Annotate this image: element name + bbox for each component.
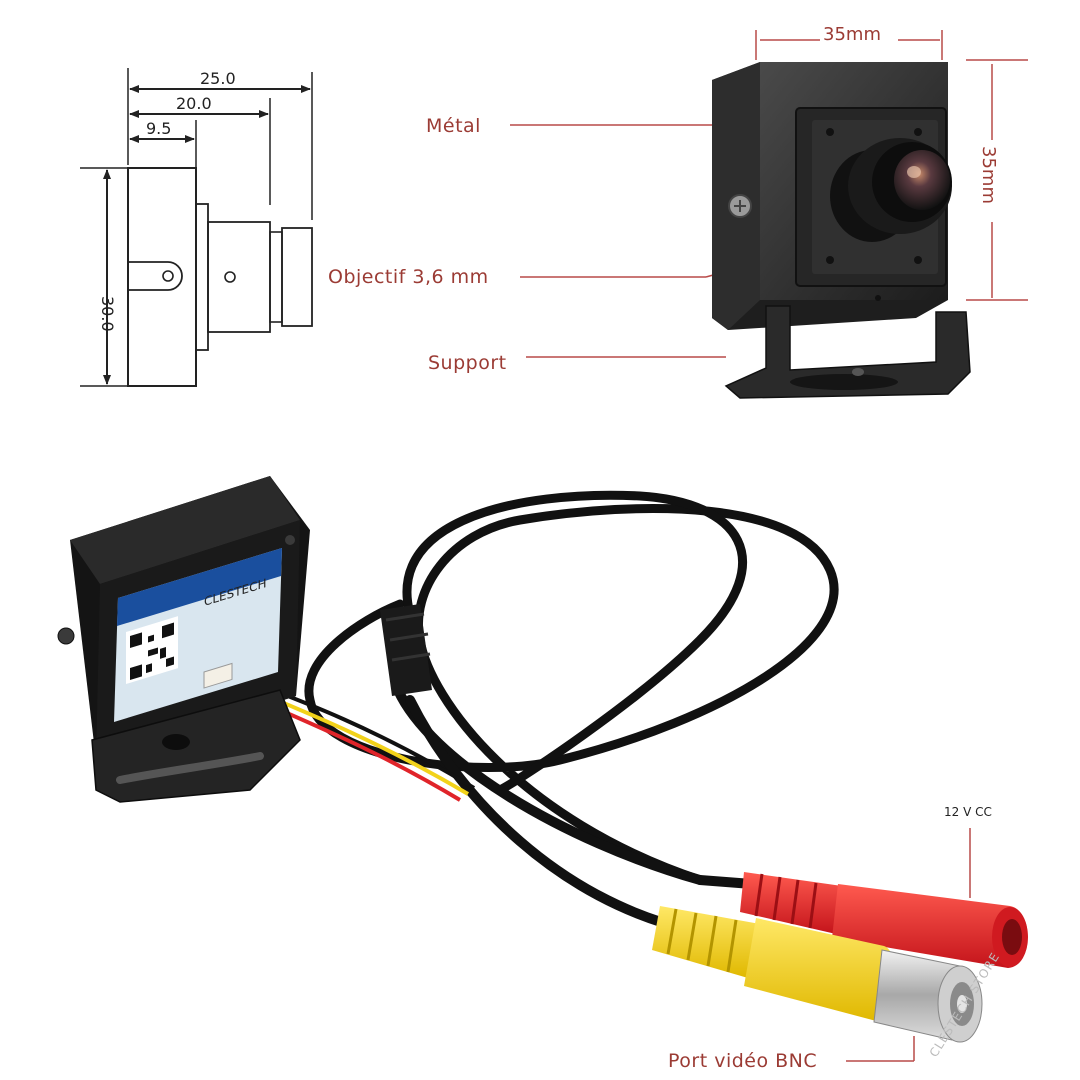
svg-text:Objectif 3,6 mm: Objectif 3,6 mm <box>328 266 489 288</box>
callout-power: 12 V CC <box>944 805 992 898</box>
lens-barrel-profile <box>207 221 271 333</box>
technical-drawing: 25.0 20.0 9.5 30.0 <box>80 68 313 387</box>
dim-total-length: 25.0 <box>200 69 236 88</box>
callout-metal: Métal <box>426 115 722 137</box>
bracket-tab-profile <box>128 261 183 291</box>
connector-power-dc <box>695 872 1028 968</box>
body-profile <box>127 167 197 387</box>
dim-width-35mm: 35mm <box>823 24 881 45</box>
callout-video: Port vidéo BNC <box>668 1036 915 1072</box>
dim-lens-length: 20.0 <box>176 94 212 113</box>
dim-body-depth: 9.5 <box>146 119 171 138</box>
dim-height-35mm: 35mm <box>978 146 999 204</box>
camera-rear-view: CLESTECH <box>57 476 839 935</box>
svg-text:Support: Support <box>428 352 507 374</box>
svg-text:Port vidéo BNC: Port vidéo BNC <box>668 1050 817 1072</box>
svg-text:Métal: Métal <box>426 115 481 137</box>
dim-height: 30.0 <box>98 296 117 332</box>
camera-front-view: 35mm 35mm <box>712 24 1028 399</box>
svg-text:12 V CC: 12 V CC <box>944 805 992 819</box>
cable-coil <box>304 504 839 885</box>
callout-bracket: Support <box>428 352 726 374</box>
bracket-shape <box>724 305 971 399</box>
connector-bnc-video <box>652 906 983 1043</box>
